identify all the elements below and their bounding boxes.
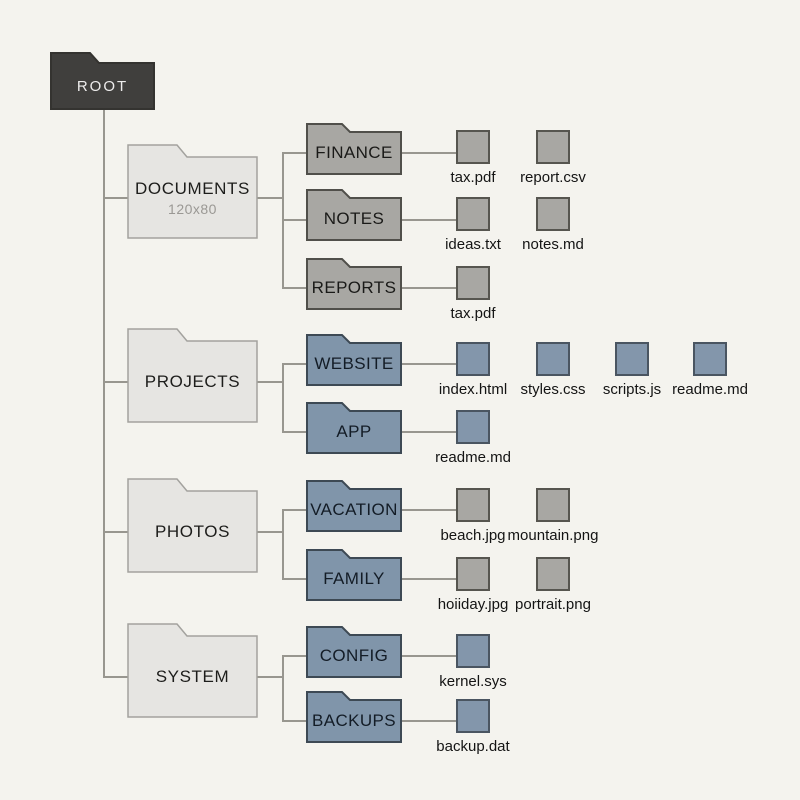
trunk-line [103,110,105,678]
folder-reports: REPORTS [306,258,402,310]
file-label: hoiiday.jpg [437,596,509,613]
branch-stub-documents [103,197,128,199]
folder-icon [306,189,402,241]
folder-root: ROOT [50,52,155,110]
child-stub-vacation [283,509,307,511]
child-stub-reports [283,287,307,289]
folder-icon [50,52,155,110]
file-icon [536,557,570,591]
child-stub-website [283,363,307,365]
file-label: portrait.png [515,596,591,613]
file-label: notes.md [522,236,584,253]
file-stub-app [401,431,456,433]
file-icon [536,488,570,522]
folder-notes: NOTES [306,189,402,241]
folder-app: APP [306,402,402,454]
file-icon [456,130,490,164]
parent-stub-system [257,676,283,678]
file-label: readme.md [672,381,748,398]
file-stub-notes [401,219,456,221]
junction-system [282,655,284,722]
file-stub-vacation [401,509,456,511]
file-label: styles.css [520,381,586,398]
branch-stub-photos [103,531,128,533]
folder-icon [306,549,402,601]
folder-vacation: VACATION [306,480,402,532]
parent-stub-photos [257,531,283,533]
folder-backups: BACKUPS [306,691,402,743]
folder-icon [306,123,402,175]
child-stub-app [283,431,307,433]
file-stub-family [401,578,456,580]
child-stub-notes [283,219,307,221]
parent-stub-documents [257,197,283,199]
file-stub-reports [401,287,456,289]
folder-icon [306,691,402,743]
file-icon [693,342,727,376]
file-stub-backups [401,720,456,722]
file-label: scripts.js [602,381,662,398]
file-label: index.html [438,381,508,398]
file-icon [456,410,490,444]
folder-icon [127,328,258,423]
file-label: tax.pdf [450,169,496,186]
folder-finance: FINANCE [306,123,402,175]
folder-config: CONFIG [306,626,402,678]
file-stub-config [401,655,456,657]
folder-icon [306,480,402,532]
file-stub-finance [401,152,456,154]
file-icon [456,699,490,733]
folder-family: FAMILY [306,549,402,601]
folder-website: WEBSITE [306,334,402,386]
file-label: beach.jpg [440,527,506,544]
file-icon [456,266,490,300]
file-label: readme.md [435,449,511,466]
branch-stub-projects [103,381,128,383]
file-icon [456,634,490,668]
folder-icon [127,144,258,239]
folder-icon [306,626,402,678]
folder-icon [306,402,402,454]
file-icon [536,130,570,164]
file-icon [456,557,490,591]
junction-photos [282,509,284,580]
file-icon [456,488,490,522]
junction-projects [282,363,284,433]
file-icon [536,342,570,376]
file-icon [456,197,490,231]
child-stub-backups [283,720,307,722]
file-icon [615,342,649,376]
child-stub-family [283,578,307,580]
file-icon [536,197,570,231]
file-label: tax.pdf [450,305,496,322]
folder-documents: DOCUMENTS 120x80 [127,144,258,239]
folder-projects: PROJECTS [127,328,258,423]
folder-system: SYSTEM [127,623,258,718]
file-label: kernel.sys [439,673,507,690]
file-label: mountain.png [507,527,599,544]
branch-stub-system [103,676,128,678]
folder-icon [306,334,402,386]
folder-icon [306,258,402,310]
file-label: report.csv [520,169,586,186]
child-stub-finance [283,152,307,154]
parent-stub-projects [257,381,283,383]
child-stub-config [283,655,307,657]
folder-icon [127,623,258,718]
file-stub-website [401,363,456,365]
file-label: backup.dat [436,738,510,755]
folder-photos: PHOTOS [127,478,258,573]
file-label: ideas.txt [445,236,501,253]
file-icon [456,342,490,376]
folder-icon [127,478,258,573]
